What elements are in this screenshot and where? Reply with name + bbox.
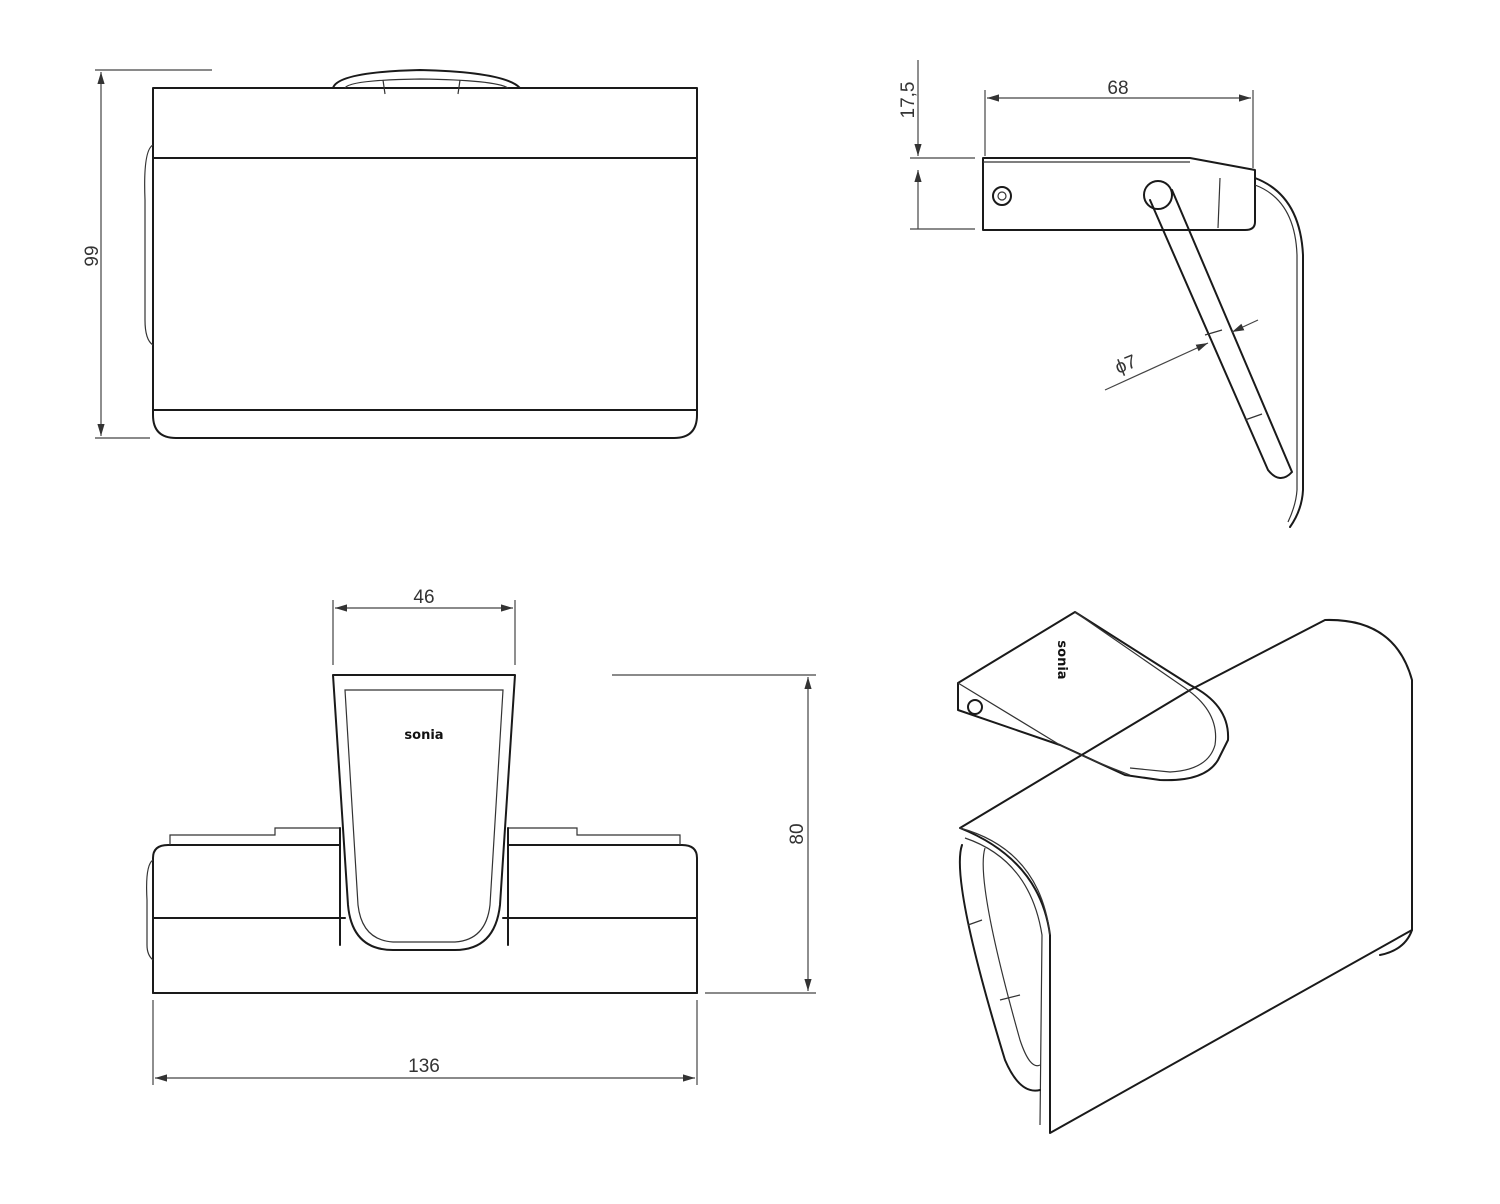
dimension-top-depth: 80 [612,674,816,994]
brand-logo-top: sonia [404,728,443,743]
dimension-total-width: 136 [152,1000,698,1085]
dimension-rod-diameter: ϕ7 [1104,319,1259,391]
dim-80-label: 80 [787,823,808,844]
dimension-cup-width: 46 [332,587,516,665]
dim-17-5-label: 17,5 [898,82,919,119]
dim-99-label: 99 [82,245,103,266]
dimension-side-depth: 68 [984,78,1254,168]
isometric-view: sonia [957,611,1413,1134]
dim-136-label: 136 [408,1056,440,1077]
dim-phi7-label: ϕ7 [1112,351,1140,378]
front-view [144,69,698,439]
dim-46-label: 46 [413,587,434,608]
side-view [982,157,1304,528]
top-view: sonia [146,674,698,994]
dimension-front-height: 99 [82,69,212,439]
dim-68-label: 68 [1107,78,1128,99]
brand-logo-iso: sonia [1054,640,1069,679]
dimension-plate-height: 17,5 [898,60,975,230]
